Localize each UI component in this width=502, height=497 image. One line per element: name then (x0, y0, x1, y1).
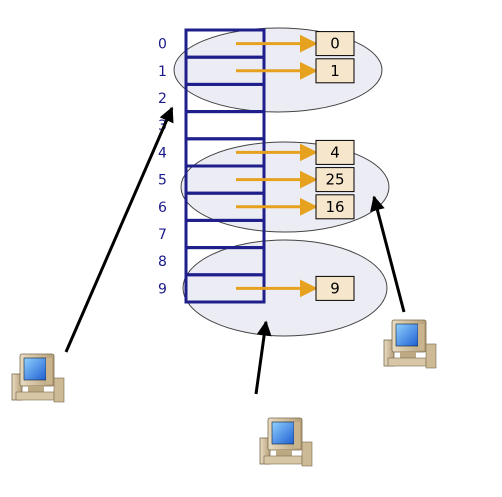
hash-table (184, 28, 266, 304)
access-arrow-left (64, 106, 174, 353)
value-text-25: 25 (325, 171, 344, 189)
computer-icon-left (11, 353, 65, 403)
index-label-9: 9 (158, 281, 167, 297)
index-label-8: 8 (158, 254, 167, 270)
entries: 0 1 4 25 16 9 (236, 31, 355, 301)
index-label-7: 7 (158, 227, 167, 243)
value-text-16: 16 (325, 198, 344, 216)
index-label-6: 6 (158, 200, 167, 216)
value-text-4: 4 (330, 143, 340, 161)
computer-icon-right (383, 319, 437, 369)
index-label-2: 2 (158, 91, 167, 107)
value-box-1 (315, 58, 355, 84)
access-arrow-right (370, 195, 406, 313)
computer-icon-bottom (259, 417, 313, 467)
value-text-0: 0 (330, 35, 340, 53)
value-box-9 (315, 275, 355, 301)
index-label-5: 5 (158, 173, 167, 189)
value-box-16 (315, 194, 355, 220)
value-text-9: 9 (330, 279, 340, 297)
index-labels: 0123456789 (158, 37, 167, 298)
table-slot-3 (184, 110, 266, 141)
index-label-0: 0 (158, 37, 167, 53)
group-ellipse-middle (180, 141, 390, 233)
value-box-4 (315, 139, 355, 165)
index-label-4: 4 (158, 145, 167, 161)
index-label-1: 1 (158, 64, 167, 80)
value-box-0 (315, 31, 355, 57)
value-text-1: 1 (330, 62, 340, 80)
value-box-25 (315, 167, 355, 193)
access-arrow-bottom (254, 320, 272, 395)
